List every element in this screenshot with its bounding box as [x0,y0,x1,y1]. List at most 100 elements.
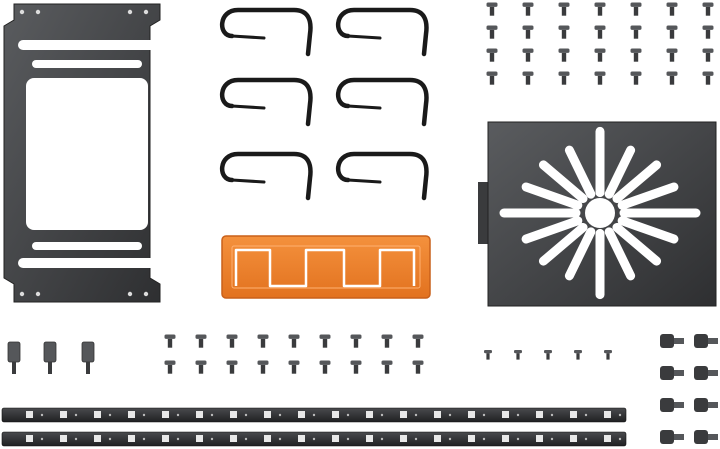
led-chip [332,435,339,442]
screw-icon [226,334,238,348]
led-chip [298,411,305,418]
small-screw-icon [544,350,552,360]
cable-hook-icon [220,77,313,127]
led-chip [26,435,33,442]
standoff-icon [7,341,21,374]
led-chip [468,435,475,442]
screw-icon [486,25,498,39]
led-chip [434,411,441,418]
led-chip [60,435,67,442]
screw-icon [630,71,642,85]
led-chip [502,411,509,418]
screw-icon [630,2,642,16]
screw-icon [522,2,534,16]
led-chip [196,411,203,418]
led-chip [94,435,101,442]
led-chip [604,435,611,442]
mounting-bracket-icon [3,3,161,303]
screw-icon [226,360,238,374]
standoff-group [7,341,95,374]
screw-icon [558,71,570,85]
screw-icon [522,48,534,62]
screw-icon [558,48,570,62]
screw-icon [412,360,424,374]
screw-icon [666,71,678,85]
thumb-screw-icon [694,334,718,348]
screw-icon [558,25,570,39]
cable-hook-icon [220,151,313,201]
led-chip [264,435,271,442]
cable-hooks-group [220,7,429,201]
screw-icon [195,334,207,348]
led-chip [502,435,509,442]
led-strip-icon [1,431,627,447]
led-chip [128,411,135,418]
screw-icon [702,2,714,16]
led-chip [570,435,577,442]
screw-icon [702,71,714,85]
thumb-screw-icon [660,366,684,380]
tray-slot [538,160,588,204]
screw-icon [412,334,424,348]
screw-grid-top [486,2,714,85]
screw-icon [666,25,678,39]
led-chip [434,435,441,442]
thumb-screw-icon [660,398,684,412]
led-chip [60,411,67,418]
tray-slot [604,227,636,281]
small-screw-icon [604,350,612,360]
cable-hook-icon [336,7,429,57]
cable-hook-icon [336,151,429,201]
tray-slot [564,145,596,199]
screw-icon [702,25,714,39]
led-chip [536,411,543,418]
led-strip-icon [1,407,627,423]
tray-slot [612,160,662,204]
tray-slot [617,182,679,210]
led-chip [604,411,611,418]
screw-icon [288,360,300,374]
screw-icon [319,334,331,348]
drive-tray-icon [478,121,717,307]
led-chip [128,435,135,442]
screw-icon [594,25,606,39]
thumb-screw-icon [660,430,684,444]
screw-icon [381,360,393,374]
screw-icon [319,360,331,374]
screw-icon [257,360,269,374]
led-chip [298,435,305,442]
screw-icon [666,2,678,16]
screw-icon [164,360,176,374]
screw-icon [594,48,606,62]
drive-tray-slots [499,126,701,300]
small-screw-icon [484,350,492,360]
cable-organizer-icon [221,235,431,299]
screw-icon [666,48,678,62]
tray-slot [604,145,636,199]
led-chip [162,411,169,418]
tray-slot [538,222,588,266]
screw-icon [486,48,498,62]
screw-icon [702,48,714,62]
screw-icon [522,25,534,39]
cable-hook-icon [336,77,429,127]
screw-icon [630,25,642,39]
tray-slot [521,216,583,244]
tray-slot [612,222,662,266]
thumb-screw-icon [660,334,684,348]
tray-slot [564,227,596,281]
led-chip [230,435,237,442]
thumb-screw-icon [694,430,718,444]
standoff-icon [43,341,57,374]
led-chip [230,411,237,418]
screw-icon [164,334,176,348]
screw-icon [350,360,362,374]
thumb-screw-icon [694,366,718,380]
small-screw-icon [514,350,522,360]
screw-icon [486,2,498,16]
led-chip [162,435,169,442]
led-chip [332,411,339,418]
screw-icon [288,334,300,348]
screw-icon [594,2,606,16]
